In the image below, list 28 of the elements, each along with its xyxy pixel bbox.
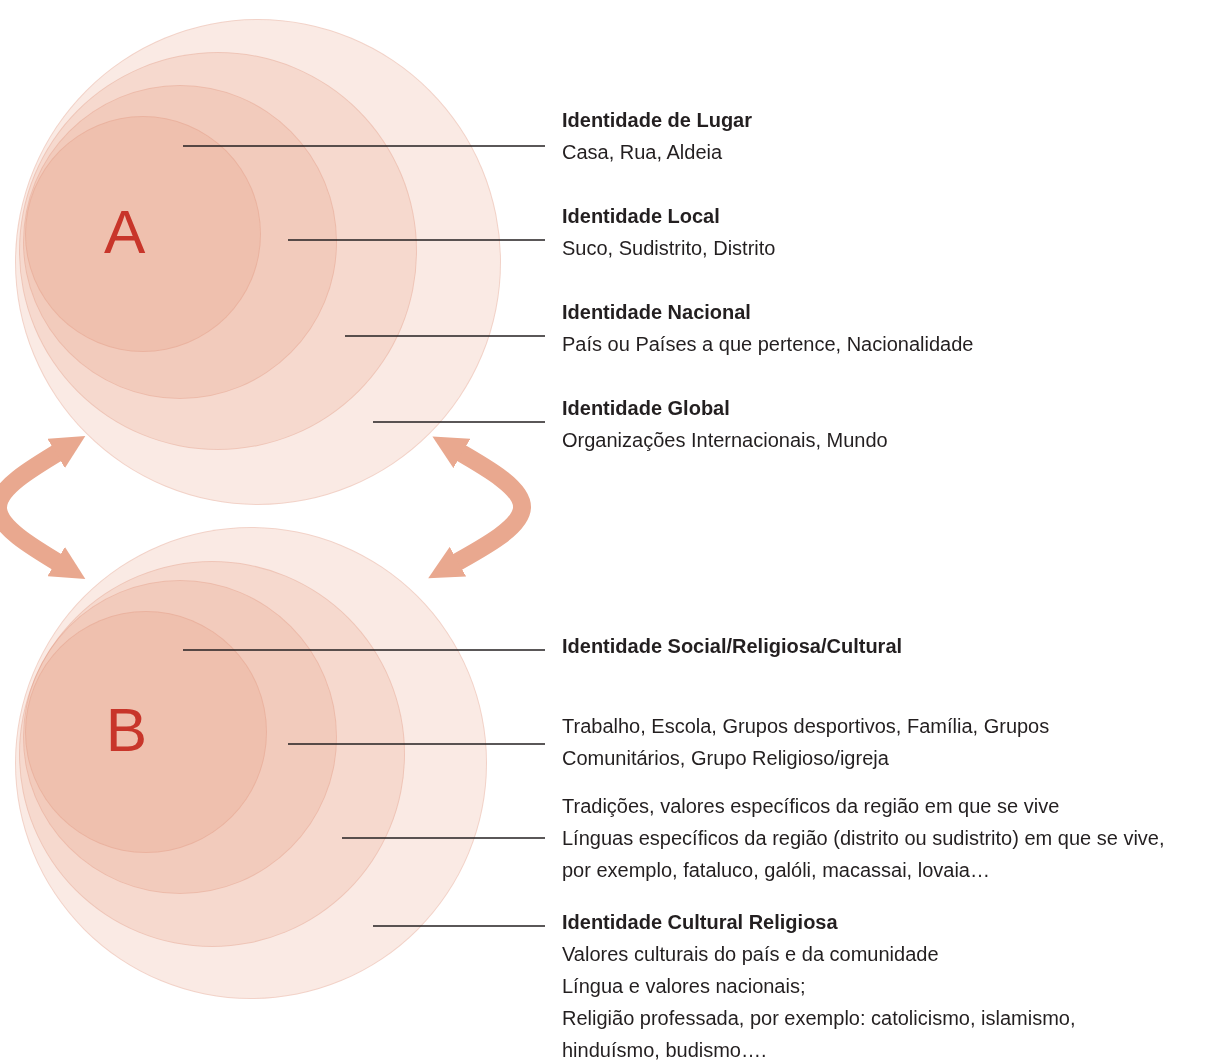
identity-heading: Identidade Cultural Religiosa <box>562 910 839 935</box>
leader-line <box>287 743 546 745</box>
identity-description: Línguas específicos da região (distrito ou sudistrito) em que se vive, por exemplo, fataluco, galóli, macassai, lovaia… <box>562 826 1165 883</box>
identity-heading: Identidade Nacional <box>562 300 752 325</box>
circle-letter: A <box>103 201 146 263</box>
identity-heading: Identidade Local <box>562 204 721 229</box>
identity-description: Valores culturais do país e da comunidade <box>562 942 940 967</box>
leader-line <box>182 649 546 651</box>
curved-double-arrow <box>0 436 86 579</box>
leader-line <box>372 925 546 927</box>
identity-heading: Identidade de Lugar <box>562 108 754 133</box>
identity-description: Trabalho, Escola, Grupos desportivos, Família, Grupos Comunitários, Grupo Religioso/igreja <box>562 714 1051 771</box>
identity-description: Tradições, valores específicos da região em que se vive <box>562 794 1061 819</box>
identity-description: Organizações Internacionais, Mundo <box>562 428 889 453</box>
identity-description: Língua e valores nacionais; <box>562 974 807 999</box>
identity-description: Suco, Sudistrito, Distrito <box>562 236 777 261</box>
identity-description: Casa, Rua, Aldeia <box>562 140 724 165</box>
identity-heading: Identidade Global <box>562 396 731 421</box>
circle-letter: B <box>105 699 148 761</box>
curved-double-arrow <box>428 436 531 579</box>
identity-description: Religião professada, por exemplo: catolicismo, islamismo, hinduísmo, budismo…. <box>562 1006 1077 1062</box>
leader-line <box>344 335 546 337</box>
leader-line <box>372 421 546 423</box>
identity-heading: Identidade Social/Religiosa/Cultural <box>562 634 904 659</box>
leader-line <box>182 145 546 147</box>
identity-description: País ou Países a que pertence, Nacionalidade <box>562 332 975 357</box>
leader-line <box>287 239 546 241</box>
leader-line <box>341 837 546 839</box>
